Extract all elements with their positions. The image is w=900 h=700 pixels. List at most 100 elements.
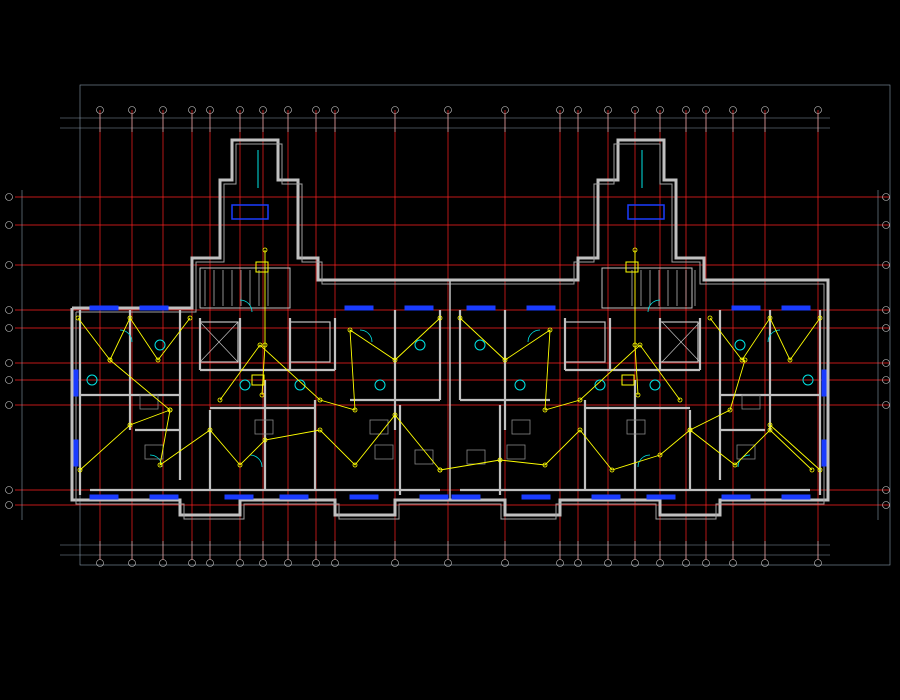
axis-bubble-bottom [96,559,104,567]
axis-bubble-bottom [259,559,267,567]
axis-bubble-top [761,106,769,114]
light-fixture-symbol [127,422,133,428]
light-fixture-symbol [497,457,503,463]
light-fixture-symbol [237,462,243,468]
axis-bubble-right [882,401,890,409]
elevator-shaft [289,321,331,363]
light-fixture-symbol [127,315,133,321]
axis-bubble-right [882,306,890,314]
axis-bubble-bottom [604,559,612,567]
furniture-block [414,449,434,465]
light-fixture-symbol [77,467,83,473]
light-fixture-symbol [262,247,268,253]
axis-bubble-top [556,106,564,114]
axis-bubble-right [882,376,890,384]
building-walls [70,138,830,520]
axis-bubble-top [682,106,690,114]
window [419,494,449,500]
window [721,494,751,500]
axis-bubble-top [702,106,710,114]
axis-bubble-left [5,306,13,314]
door-swing [249,454,263,468]
light-fixture-symbol [75,315,81,321]
toilet-fixture [294,379,306,391]
light-fixture-symbol [352,462,358,468]
axis-bubble-left [5,401,13,409]
window [646,494,676,500]
equipment-block [231,204,269,220]
elevator-shaft [564,321,606,363]
lighting-circuit-wire [709,317,821,361]
axis-bubble-right [882,359,890,367]
light-fixture-symbol [542,462,548,468]
electrical-wiring [75,247,823,473]
light-fixture-symbol [727,407,733,413]
axis-bubble-top [206,106,214,114]
furniture-block [466,449,486,465]
axis-bubble-top [631,106,639,114]
axis-bubble-bottom [159,559,167,567]
axis-bubble-left [5,193,13,201]
light-fixture-symbol [392,357,398,363]
light-fixture-symbol [817,315,823,321]
light-fixture-symbol [809,467,815,473]
axis-bubble-bottom [814,559,822,567]
door-swing [637,454,651,468]
axis-bubble-left [5,376,13,384]
lighting-circuit-wire [689,359,746,431]
light-fixture-symbol [262,342,268,348]
light-fixture-symbol [542,407,548,413]
axis-bubble-bottom [391,559,399,567]
window [89,305,119,311]
axis-bubble-bottom [682,559,690,567]
window [821,439,827,467]
axis-bubble-top [96,106,104,114]
window [349,494,379,500]
door-swing [527,329,541,343]
axis-bubble-top [604,106,612,114]
axis-bubble-bottom [444,559,452,567]
axis-bubble-bottom [656,559,664,567]
light-fixture-symbol [609,467,615,473]
axis-bubble-top [729,106,737,114]
axis-bubble-top [444,106,452,114]
lighting-circuit-wire [109,359,441,471]
axis-bubble-top [391,106,399,114]
light-fixture-symbol [502,357,508,363]
axis-bubble-left [5,324,13,332]
door-swing [239,299,253,313]
window [139,305,169,311]
light-fixture-symbol [742,357,748,363]
lighting-circuit-wire [219,317,441,411]
furniture-block [144,444,164,460]
axis-bubble-bottom [188,559,196,567]
axis-bubble-left [5,221,13,229]
axis-bubble-bottom [761,559,769,567]
axis-bubble-bottom [206,559,214,567]
light-fixture-symbol [457,315,463,321]
lighting-circuit-wire [634,250,639,396]
light-fixture-symbol [259,392,265,398]
window [451,494,481,500]
toilet-fixture [734,339,746,351]
drawing-caption [0,586,900,596]
lighting-circuit-wire [261,250,266,396]
dimension-lines [21,84,891,566]
elevator-shaft [659,321,699,363]
axis-bubble-bottom [312,559,320,567]
light-fixture-symbol [157,462,163,468]
axis-bubble-right [882,261,890,269]
axis-bubble-top [656,106,664,114]
light-fixture-symbol [707,315,713,321]
axis-bubble-right [882,501,890,509]
axis-bubble-top [159,106,167,114]
window [344,305,374,311]
axis-bubble-bottom [331,559,339,567]
toilet-fixture [649,379,661,391]
light-fixture-symbol [217,397,223,403]
lighting-circuit-wire [459,317,681,411]
light-fixture-symbol [787,357,793,363]
door-swing [359,329,373,343]
axis-bubble-top [188,106,196,114]
